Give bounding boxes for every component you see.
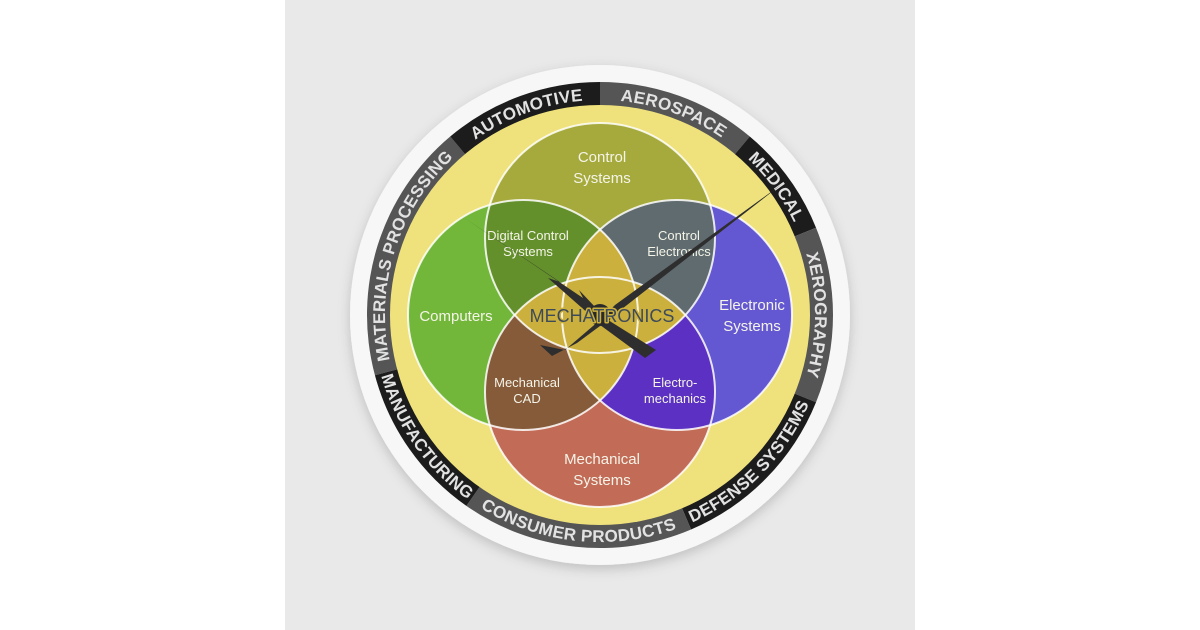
ring-segment [450, 82, 600, 155]
mechatronics-overlap-horizontal [562, 200, 638, 430]
label-computers: Computers [419, 308, 492, 325]
ring-segment [600, 82, 750, 155]
ring-segment [466, 486, 692, 548]
ring-segment [793, 227, 833, 403]
clock-hour-hand-icon [460, 215, 605, 320]
ring-segment [366, 136, 466, 376]
label-electromechanics: Electro-mechanics [644, 375, 707, 406]
ring-segment [374, 369, 481, 506]
ring-segment [734, 136, 817, 237]
clock-center-cap [589, 304, 611, 326]
hour-hand-tail [596, 315, 656, 358]
mechatronics-overlap-vertical [485, 277, 715, 353]
clock-hands [460, 184, 782, 358]
ring-segment [681, 393, 817, 530]
label-mechatronics: MECHATRONICS [530, 306, 675, 326]
